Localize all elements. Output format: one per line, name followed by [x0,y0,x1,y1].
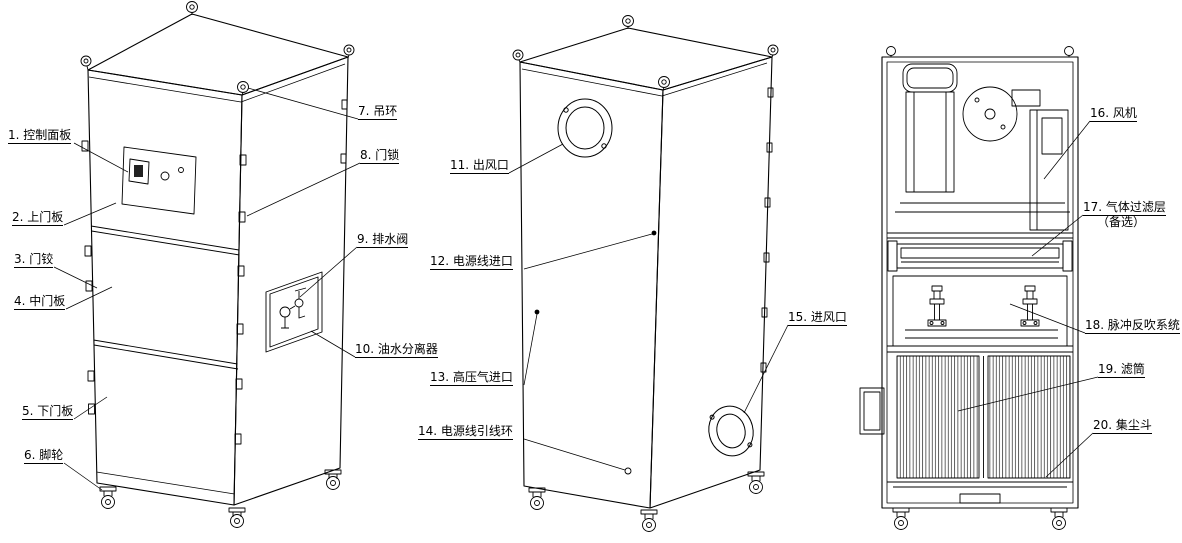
lifting-rings [512,15,779,91]
casters-middle-view [528,471,765,532]
label-filter-cartridge: 19. 滤筒 [1098,362,1145,378]
air-outlet-port [557,98,613,158]
label-text: 13. 高压气进口 [430,370,513,386]
power-cable-inlet-point [651,230,657,236]
view-right-internal [859,46,1079,530]
side-port-box [859,387,885,435]
label-door-lock: 8. 门锁 [360,148,400,164]
label-control-panel: 1. 控制面板 [8,128,72,144]
label-drain-valve: 9. 排水阀 [357,232,409,248]
oil-water-separator [265,271,323,353]
label-text: 9. 排水阀 [357,232,409,248]
gas-filter-layer [887,240,1073,272]
label-text: 3. 门铰 [14,252,54,268]
label-dust-hopper: 20. 集尘斗 [1093,418,1152,434]
label-text: 19. 滤筒 [1098,362,1145,378]
pulse-blowback-system [892,275,1068,347]
label-pulse-blowback-system: 18. 脉冲反吹系统 [1085,318,1180,334]
label-air-outlet: 11. 出风口 [450,158,509,174]
label-text: 2. 上门板 [12,210,64,226]
label-air-inlet: 15. 进风口 [788,310,847,326]
label-subtext: （备选） [1097,215,1146,229]
label-door-hinge: 3. 门铰 [14,252,54,268]
air-inlet-port [708,405,754,457]
label-gas-filter-layer: 17. 气体过滤层（备选） [1083,200,1166,230]
label-text: 5. 下门板 [22,404,74,420]
label-text: 18. 脉冲反吹系统 [1085,318,1180,334]
casters-right-view [892,507,1068,530]
label-text: 10. 油水分离器 [355,342,438,358]
label-high-pressure-air-inlet: 13. 高压气进口 [430,370,513,386]
edge-tabs [760,87,774,373]
label-fan: 16. 风机 [1090,106,1137,122]
control-panel [121,146,197,215]
high-pressure-air-inlet-point [534,309,540,315]
label-text: 4. 中门板 [14,294,66,310]
label-text: 20. 集尘斗 [1093,418,1152,434]
leader-lines [53,87,1099,491]
label-lower-door: 5. 下门板 [22,404,74,420]
label-power-cable-lead-ring: 14. 电源线引线环 [418,424,513,440]
label-lifting-ring: 7. 吊环 [358,104,398,120]
view-left-cabinet [80,1,355,528]
label-text: 17. 气体过滤层 [1083,200,1166,216]
label-power-cable-inlet: 12. 电源线进口 [430,254,513,270]
fan-assembly [895,63,1070,231]
cable-lead-ring-point [624,467,632,475]
door-locks [234,99,348,445]
label-text: 8. 门锁 [360,148,400,164]
label-text: 16. 风机 [1090,106,1137,122]
label-middle-door: 4. 中门板 [14,294,66,310]
label-text: 7. 吊环 [358,104,398,120]
label-text: 1. 控制面板 [8,128,72,144]
label-text: 12. 电源线进口 [430,254,513,270]
dust-hopper [887,481,1073,504]
label-text: 14. 电源线引线环 [418,424,513,440]
casters-left-view [99,469,342,528]
filter-cartridges [887,345,1073,479]
view-middle-cabinet [512,15,779,532]
label-text: 15. 进风口 [788,310,847,326]
label-text: 6. 脚轮 [24,448,64,464]
lifting-rings [886,46,1074,57]
label-upper-door: 2. 上门板 [12,210,64,226]
label-caster: 6. 脚轮 [24,448,64,464]
label-oil-water-separator: 10. 油水分离器 [355,342,438,358]
lifting-rings [80,1,355,96]
label-text: 11. 出风口 [450,158,509,174]
